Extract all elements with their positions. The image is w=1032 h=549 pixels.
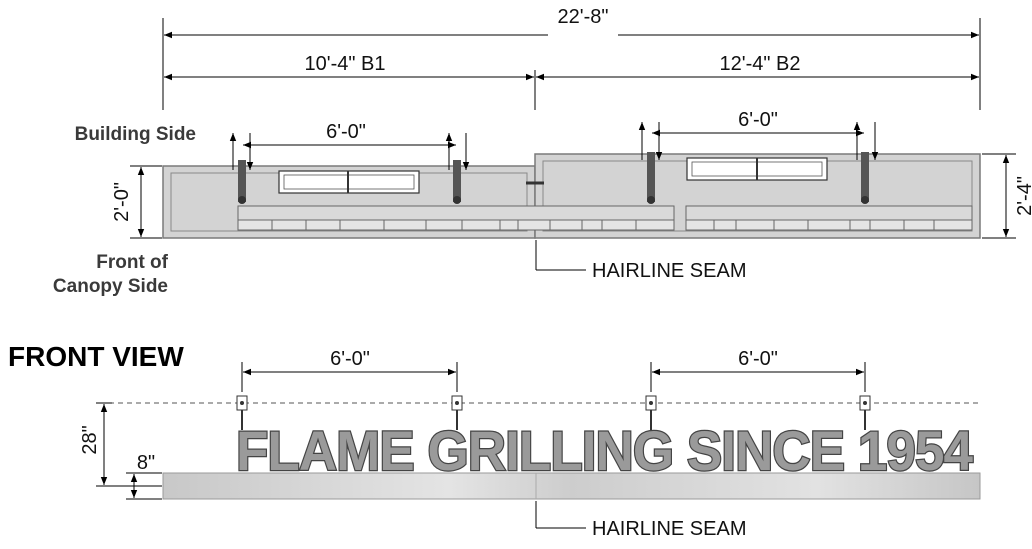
b1-spacing-dimension: 6'-0": [243, 121, 456, 149]
support-bracket-b2: [686, 157, 828, 181]
right-depth-dimension: 2'-4": [982, 153, 1032, 239]
front-right-spacing-dimension: 6'-0": [650, 348, 866, 392]
front-left-spacing-label: 6'-0": [330, 348, 370, 370]
b1-width-label: 10'-4" B1: [305, 53, 386, 75]
left-depth-label: 2'-0": [111, 182, 133, 222]
front-right-spacing-label: 6'-0": [738, 348, 778, 370]
building-side-label: Building Side: [75, 124, 196, 145]
sign-letters: FLAME GRILLING SINCE 1954: [236, 419, 973, 482]
overall-width-label: 22'-8": [558, 6, 609, 28]
base-height-dimension: 8": [126, 452, 162, 500]
front-side-label-line1: Front of: [96, 252, 168, 273]
post-b1-left: [229, 133, 254, 204]
section-width-dimensions: 10'-4" B1 12'-4" B2: [164, 53, 979, 110]
front-left-spacing-dimension: 6'-0": [241, 348, 458, 392]
support-bracket-b1-left: [278, 170, 420, 194]
front-bracket-3: [645, 395, 657, 430]
post-b2-right: [853, 122, 879, 204]
front-bracket-1: [236, 395, 248, 430]
overall-height-label: 28": [79, 425, 101, 454]
bottom-seam-label: HAIRLINE SEAM: [592, 518, 746, 540]
front-bracket-2: [451, 395, 463, 430]
letter-raceway-b1: [237, 205, 675, 231]
front-bracket-4: [859, 395, 871, 430]
left-depth-dimension: 2'-0": [111, 165, 162, 239]
overall-width-dimension: 22'-8": [162, 6, 981, 110]
letter-raceway-b2: [685, 205, 973, 231]
b2-spacing-dimension: 6'-0": [652, 109, 864, 137]
top-seam-callout: HAIRLINE SEAM: [535, 240, 746, 282]
b1-spacing-label: 6'-0": [326, 121, 366, 143]
front-view-title: FRONT VIEW: [8, 341, 184, 372]
bottom-seam-callout: HAIRLINE SEAM: [535, 501, 746, 540]
canopy-front-fascia: [162, 472, 981, 500]
b2-width-label: 12'-4" B2: [720, 53, 801, 75]
post-b2-left: [638, 122, 663, 204]
overall-height-dimension: 28": [79, 402, 162, 487]
right-depth-label: 2'-4": [1014, 176, 1032, 216]
base-height-label: 8": [137, 452, 155, 474]
post-b1-right: [445, 133, 470, 204]
front-side-label-line2: Canopy Side: [53, 276, 168, 297]
b2-spacing-label: 6'-0": [738, 109, 778, 131]
top-seam-label: HAIRLINE SEAM: [592, 260, 746, 282]
